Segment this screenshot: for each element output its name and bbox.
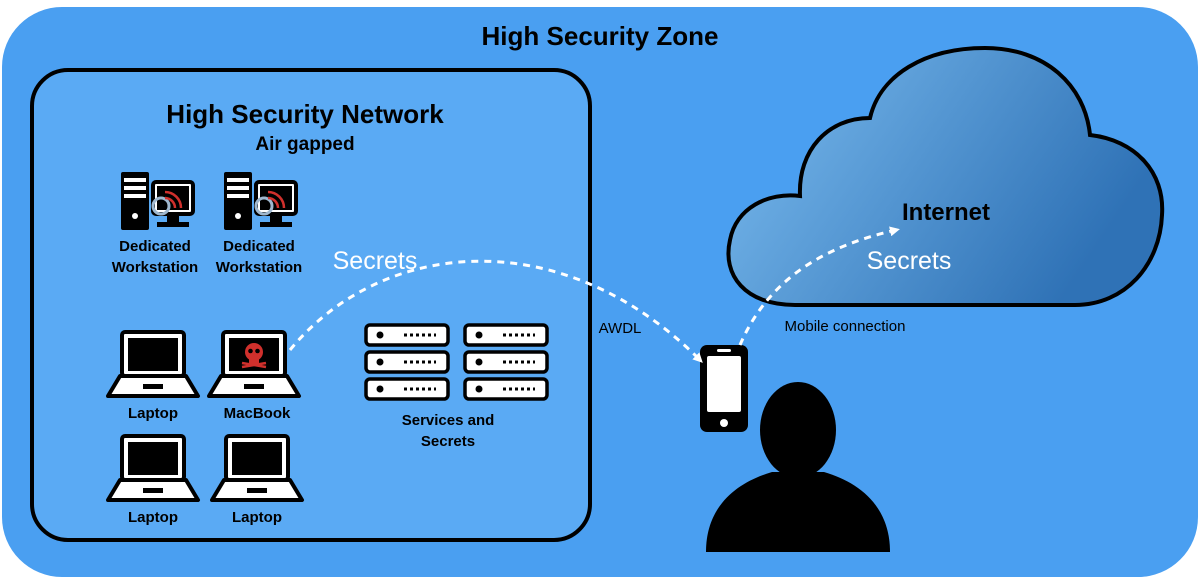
macbook-label: MacBook — [223, 405, 291, 422]
workstation-label: Dedicated Workstation — [111, 238, 199, 276]
zone-title: High Security Zone — [481, 21, 719, 51]
secrets-flow-arrow-awdl — [288, 259, 703, 363]
network-subtitle: Air gapped — [255, 134, 355, 155]
secrets-flow-arrow-mobile — [738, 226, 900, 346]
server-rack-icon — [463, 323, 549, 401]
mobile-connection-label: Mobile connection — [784, 318, 906, 335]
laptop-label: Laptop — [232, 509, 282, 526]
services-label: Services and Secrets — [401, 412, 495, 450]
laptop-label: Laptop — [128, 405, 178, 422]
server-rack-icon — [364, 323, 450, 401]
workstation-label: Dedicated Workstation — [215, 238, 303, 276]
laptop-icon — [210, 434, 304, 502]
cloud-icon — [726, 45, 1165, 307]
diagram-canvas — [30, 45, 1165, 552]
high-security-zone: High Security Zone High Security Network… — [2, 7, 1198, 577]
awdl-label: AWDL — [598, 320, 642, 337]
laptop-label: Laptop — [128, 509, 178, 526]
secrets-flow-label: Secrets — [332, 247, 418, 275]
secrets-flow-label: Secrets — [866, 247, 952, 275]
smartphone-icon — [700, 345, 748, 432]
laptop-icon — [106, 434, 200, 502]
laptop-icon — [106, 330, 200, 398]
macbook-skull-icon — [207, 330, 301, 398]
person-silhouette-icon — [706, 382, 890, 552]
network-title: High Security Network — [166, 99, 444, 129]
internet-label: Internet — [901, 199, 990, 226]
